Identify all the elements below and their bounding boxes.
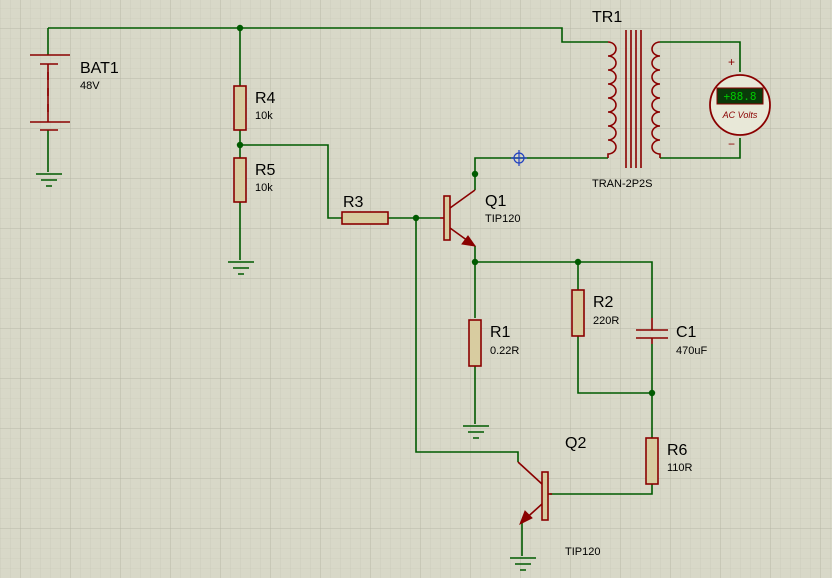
ground-symbols	[36, 173, 536, 571]
battery-bat1[interactable]	[30, 54, 70, 131]
bat1-value: 48V	[80, 80, 100, 92]
c1-ref: C1	[676, 324, 697, 341]
junctions	[236, 24, 656, 397]
transistor-q2[interactable]	[517, 461, 552, 526]
r5-ref: R5	[255, 162, 276, 179]
tr1-value: TRAN-2P2S	[592, 178, 653, 190]
resistor-r6[interactable]	[645, 437, 659, 485]
r3-ref: R3	[343, 194, 364, 211]
meter-plus: +	[728, 55, 735, 69]
r1-ref: R1	[490, 324, 511, 341]
transistor-q1[interactable]	[440, 189, 477, 247]
meter-label: AC Volts	[722, 110, 758, 120]
resistor-r5[interactable]	[233, 157, 247, 203]
resistor-r4[interactable]	[233, 85, 247, 131]
capacitor-c1[interactable]	[636, 318, 668, 344]
meter-minus: −	[728, 137, 735, 151]
bat1-ref: BAT1	[80, 60, 119, 77]
ac-voltmeter[interactable]: +88.8 AC Volts + −	[709, 55, 771, 151]
r5-value: 10k	[255, 182, 273, 194]
tr1-ref: TR1	[592, 9, 622, 26]
r2-value: 220R	[593, 315, 619, 327]
meter-display: +88.8	[723, 90, 756, 103]
transformer-tr1[interactable]	[607, 30, 661, 168]
q1-ref: Q1	[485, 193, 506, 210]
q2-value: TIP120	[565, 546, 600, 558]
r1-value: 0.22R	[490, 345, 519, 357]
q1-value: TIP120	[485, 213, 520, 225]
resistor-r3[interactable]	[341, 211, 389, 225]
r6-value: 110R	[667, 462, 693, 474]
resistor-r2[interactable]	[571, 289, 585, 337]
r2-ref: R2	[593, 294, 614, 311]
wires	[47, 27, 741, 556]
resistor-r1[interactable]	[468, 319, 482, 367]
r4-value: 10k	[255, 110, 273, 122]
r6-ref: R6	[667, 442, 688, 459]
c1-value: 470uF	[676, 345, 707, 357]
q2-ref: Q2	[565, 435, 586, 452]
r4-ref: R4	[255, 90, 276, 107]
probe-marker[interactable]	[511, 150, 527, 166]
